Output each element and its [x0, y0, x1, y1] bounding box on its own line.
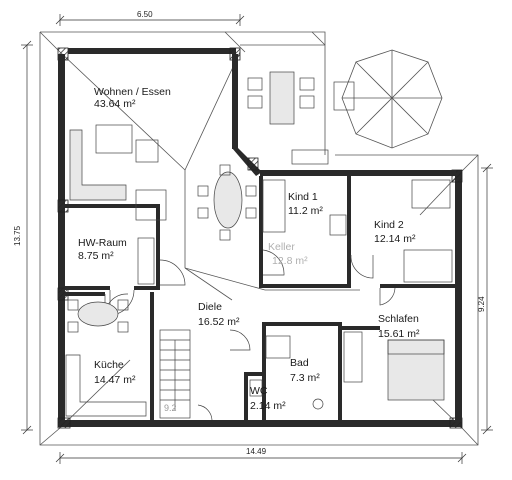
- bad-area: 7.3 m²: [290, 372, 320, 384]
- hw-name: HW-Raum: [78, 237, 127, 249]
- bad-name: Bad: [290, 357, 309, 369]
- hw-area: 8.75 m²: [78, 250, 114, 262]
- dimension-lines: [21, 14, 493, 464]
- wc-area: 2.14 m²: [250, 400, 286, 412]
- kueche-area: 14.47 m²: [94, 374, 136, 386]
- keller-area: 12.8 m²: [272, 255, 308, 267]
- dim-left: 13.75: [13, 225, 22, 246]
- dim-bottom: 14.49: [246, 447, 267, 456]
- dim-right: 9.24: [477, 296, 486, 312]
- terrace: [240, 31, 326, 155]
- keller-name: Keller: [268, 241, 295, 253]
- outer-walls: [57, 47, 463, 429]
- schlafen-name: Schlafen: [378, 313, 419, 325]
- wohnen-name: Wohnen / Essen: [94, 86, 171, 98]
- wc-name: WC: [250, 385, 268, 397]
- staircase: [159, 329, 191, 419]
- kind1-area: 11.2 m²: [288, 205, 323, 217]
- inner-walls: [65, 176, 455, 420]
- schlafen-area: 15.61 m²: [378, 328, 420, 340]
- diele-name: Diele: [198, 301, 222, 313]
- kueche-name: Küche: [94, 359, 124, 371]
- stair-area: 9.2: [164, 403, 177, 413]
- kind2-name: Kind 2: [374, 219, 404, 231]
- dim-top: 6.50: [137, 10, 153, 19]
- diele-area: 16.52 m²: [198, 316, 240, 328]
- wohnen-area: 43.64 m²: [94, 98, 136, 110]
- kind2-area: 12.14 m²: [374, 233, 416, 245]
- furniture: [65, 49, 453, 417]
- kind1-name: Kind 1: [288, 191, 318, 203]
- room-labels: Wohnen / Essen 43.64 m² HW-Raum 8.75 m² …: [78, 86, 420, 413]
